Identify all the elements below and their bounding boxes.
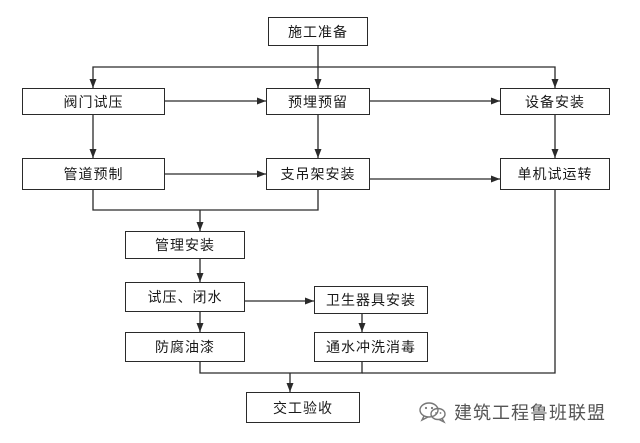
node-pipe-install-label: 管理安装	[155, 238, 215, 254]
node-pipe-prefab: 管道预制	[22, 158, 165, 190]
node-valve-test: 阀门试压	[22, 88, 165, 115]
node-acceptance-label: 交工验收	[273, 400, 333, 417]
node-pipe-install: 管理安装	[125, 231, 245, 259]
node-anticorrosion-label: 防腐油漆	[155, 340, 215, 356]
wechat-icon	[419, 402, 446, 424]
node-anticorrosion: 防腐油漆	[125, 332, 245, 362]
node-sanitary-label: 卫生器具安装	[326, 293, 416, 309]
node-sanitary: 卫生器具安装	[314, 286, 428, 314]
node-pressure-test-label: 试压、闭水	[147, 290, 223, 306]
node-equip-install-label: 设备安装	[525, 94, 585, 111]
node-pressure-test: 试压、闭水	[125, 282, 245, 312]
node-equip-install: 设备安装	[500, 88, 610, 115]
line-split-to-equip	[318, 66, 559, 88]
line-split-to-valve	[89, 66, 318, 88]
node-prep: 施工准备	[268, 17, 368, 46]
line-trial-down	[362, 190, 556, 374]
node-prep-label: 施工准备	[288, 24, 348, 41]
node-pipe-prefab-label: 管道预制	[63, 167, 124, 183]
node-flush: 通水冲洗消毒	[314, 332, 428, 362]
node-single-trial: 单机试运转	[500, 158, 610, 190]
node-support-install-label: 支吊架安装	[280, 167, 356, 183]
watermark-text: 建筑工程鲁班联盟	[454, 403, 606, 424]
node-flush-label: 通水冲洗消毒	[326, 340, 416, 356]
watermark: 建筑工程鲁班联盟	[418, 398, 606, 426]
line-prefab-support-merge	[92, 190, 319, 211]
node-embed-label: 预埋预留	[288, 94, 348, 111]
node-single-trial-label: 单机试运转	[517, 167, 593, 183]
node-support-install: 支吊架安装	[266, 158, 370, 190]
line-bottom-merge	[199, 362, 363, 374]
node-embed: 预埋预留	[266, 88, 370, 115]
node-valve-test-label: 阀门试压	[63, 94, 124, 111]
node-acceptance: 交工验收	[246, 392, 360, 423]
